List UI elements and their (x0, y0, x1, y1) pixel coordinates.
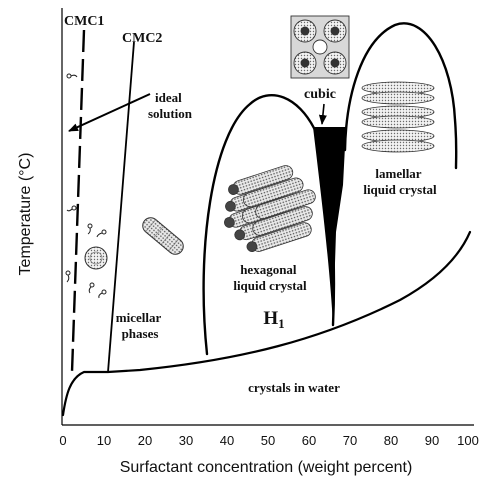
cmc1-boundary (70, 29, 86, 373)
x-tick-label: 20 (138, 433, 152, 448)
hexagonal-rod-bundle-icon (223, 165, 316, 253)
x-tick-label: 10 (97, 433, 111, 448)
h1-symbol: H (263, 308, 278, 329)
lamellar-line-1: lamellar (375, 166, 421, 181)
micellar-label: micellar phases (116, 310, 165, 341)
ideal-solution-line-2: solution (148, 106, 193, 121)
x-tick-label: 100 (457, 433, 479, 448)
surfactant-molecule-icon (96, 229, 107, 238)
cubic-phase-region (313, 127, 346, 325)
spherical-micelle-icon (84, 246, 108, 270)
surfactant-molecule-icon (88, 282, 95, 294)
cmc2-boundary (107, 41, 135, 373)
hexagonal-label: hexagonal liquid crystal (233, 262, 307, 293)
lamellar-line-2: liquid crystal (363, 182, 437, 197)
krafft-boundary (61, 230, 472, 417)
rod-micelle-icon (142, 217, 184, 255)
axes (61, 8, 474, 426)
surfactant-molecules (65, 73, 107, 299)
x-tick-label: 90 (425, 433, 439, 448)
hexagonal-line-2: liquid crystal (233, 278, 307, 293)
x-tick-label: 70 (343, 433, 357, 448)
x-tick-labels: 0 10 20 30 40 50 60 70 80 90 100 (59, 433, 478, 448)
surfactant-molecule-icon (65, 270, 71, 283)
lamellar-stack-icon (361, 81, 435, 153)
x-tick-label: 30 (179, 433, 193, 448)
crystals-in-water-label: crystals in water (248, 380, 340, 395)
cubic-arrow (318, 103, 327, 125)
surfactant-molecule-icon (66, 73, 78, 79)
hexagonal-line-1: hexagonal (240, 262, 297, 277)
surfactant-molecule-icon (66, 205, 77, 212)
micellar-line-2: phases (122, 326, 159, 341)
micellar-line-1: micellar (116, 310, 162, 325)
y-axis-label: Temperature (°C) (17, 153, 34, 276)
cmc2-label: CMC2 (122, 31, 162, 46)
cubic-lattice-icon (290, 15, 350, 79)
x-tick-label: 50 (261, 433, 275, 448)
h1-label: H1 (263, 308, 284, 331)
surfactant-molecule-icon (98, 289, 107, 299)
region-labels: CMC1 CMC2 ideal solution cubic lamellar … (64, 14, 437, 395)
x-tick-label: 40 (220, 433, 234, 448)
x-tick-label: 80 (384, 433, 398, 448)
x-tick-label: 60 (302, 433, 316, 448)
surfactant-molecule-icon (87, 223, 93, 235)
x-axis-label: Surfactant concentration (weight percent… (120, 459, 413, 476)
cmc1-label: CMC1 (64, 14, 104, 29)
lamellar-phase-boundary (343, 22, 458, 170)
ideal-solution-line-1: ideal (155, 90, 182, 105)
h1-subscript: 1 (278, 316, 285, 331)
cubic-label: cubic (304, 87, 336, 102)
ideal-solution-arrow (68, 93, 151, 132)
x-tick-label: 0 (59, 433, 66, 448)
ideal-solution-label: ideal solution (148, 90, 193, 121)
lamellar-label: lamellar liquid crystal (363, 166, 437, 197)
